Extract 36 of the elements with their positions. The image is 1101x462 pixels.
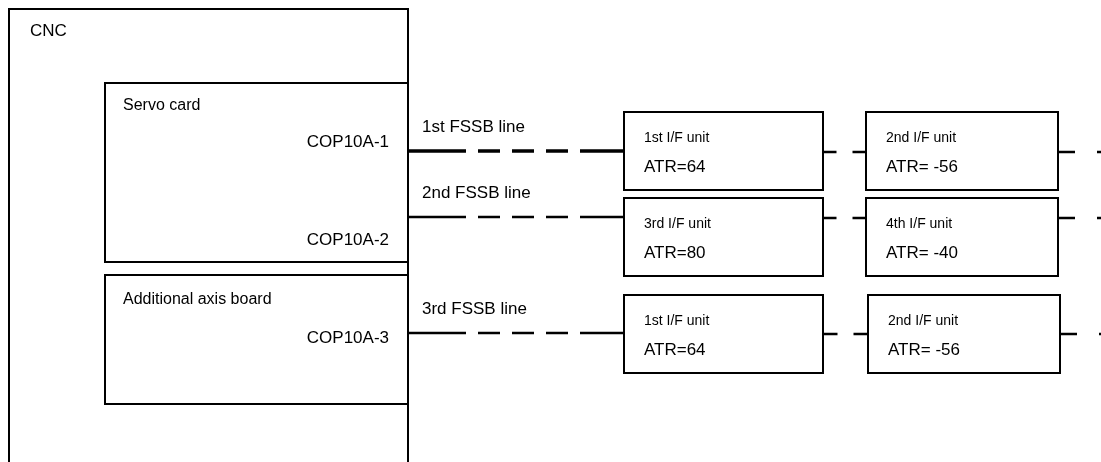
unit-name: 3rd I/F unit xyxy=(644,215,711,232)
connection-line xyxy=(1061,332,1101,336)
connection-line xyxy=(409,149,623,153)
unit-box xyxy=(623,294,824,374)
unit-box xyxy=(623,111,824,191)
connection-line xyxy=(1059,216,1101,220)
controller-box xyxy=(8,8,409,462)
connection-line xyxy=(824,216,865,220)
connector-name: COP10A-2 xyxy=(306,230,389,250)
box-heading: CNC xyxy=(30,21,67,41)
unit-name: 1st I/F unit xyxy=(644,312,710,329)
atr-value: ATR= -56 xyxy=(888,340,960,360)
board-box xyxy=(104,274,409,405)
unit-box xyxy=(865,197,1059,277)
unit-box xyxy=(867,294,1061,374)
atr-value: ATR=64 xyxy=(644,157,706,177)
box-heading: Additional axis board xyxy=(123,290,272,309)
card-box xyxy=(104,82,409,263)
connection-line xyxy=(824,150,865,154)
connector-name: COP10A-3 xyxy=(306,328,389,348)
unit-name: 2nd I/F unit xyxy=(886,129,957,146)
connector-name: COP10A-1 xyxy=(306,132,389,152)
atr-value: ATR=80 xyxy=(644,243,706,263)
atr-value: ATR= -40 xyxy=(886,243,958,263)
unit-name: 1st I/F unit xyxy=(644,129,710,146)
connection-line xyxy=(824,332,867,336)
connection-line xyxy=(409,331,623,335)
unit-box xyxy=(865,111,1059,191)
connection-line xyxy=(409,215,623,219)
atr-value: ATR=64 xyxy=(644,340,706,360)
connection-line xyxy=(1059,150,1101,154)
box-heading: Servo card xyxy=(123,96,201,115)
atr-value: ATR= -56 xyxy=(886,157,958,177)
unit-name: 4th I/F unit xyxy=(886,215,953,232)
unit-name: 2nd I/F unit xyxy=(888,312,959,329)
unit-box xyxy=(623,197,824,277)
